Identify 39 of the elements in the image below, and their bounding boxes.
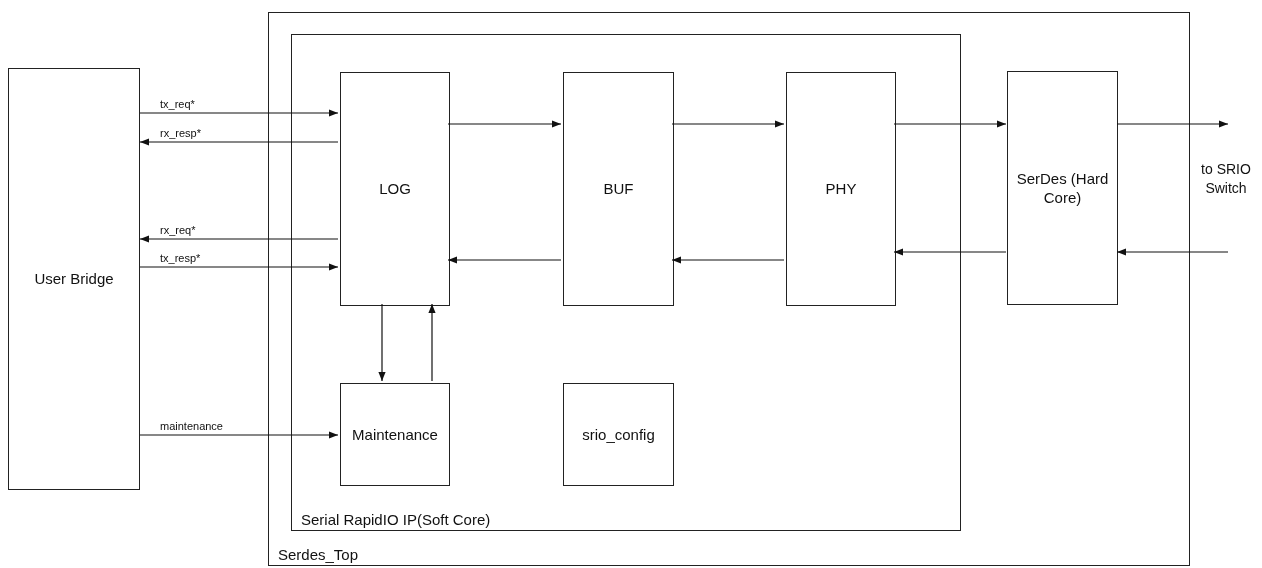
arrow: [671, 256, 785, 264]
block-box: [563, 72, 674, 306]
edge-label: rx_resp*: [160, 127, 201, 140]
block-label: SerDes (Hard Core): [1015, 168, 1110, 208]
edge-label: rx_req*: [160, 224, 196, 237]
block-box: [8, 68, 140, 490]
arrow: [893, 120, 1007, 128]
block-box: [1007, 71, 1118, 305]
arrow: [1116, 120, 1229, 128]
container-box: [291, 34, 961, 531]
arrow: [1116, 248, 1229, 256]
block-label: LOG: [378, 179, 412, 200]
port-label: to SRIO Switch: [1200, 160, 1252, 198]
arrow: [671, 120, 785, 128]
block-box: [340, 72, 450, 306]
container-box: [268, 12, 1190, 566]
block-label: Maintenance: [351, 424, 439, 445]
arrow: [893, 248, 1007, 256]
block-box: [340, 383, 450, 486]
block-label: User Bridge: [33, 269, 115, 290]
arrow: [378, 303, 386, 382]
arrow: [447, 120, 562, 128]
arrow: [139, 235, 339, 243]
edge-label: tx_resp*: [160, 252, 201, 265]
block-box: [563, 383, 674, 486]
arrow: [428, 303, 436, 382]
container-label: Serdes_Top: [278, 546, 359, 563]
block-label: srio_config: [581, 424, 656, 445]
block-label: PHY: [824, 179, 858, 200]
arrow: [447, 256, 562, 264]
block-label: BUF: [602, 179, 635, 200]
arrow: [139, 263, 339, 271]
edge-label: tx_req*: [160, 98, 195, 111]
arrow: [139, 138, 339, 146]
arrow: [139, 431, 339, 439]
edge-label: maintenance: [160, 420, 223, 433]
block-box: [786, 72, 896, 306]
arrow: [139, 109, 339, 117]
container-label: Serial RapidIO IP(Soft Core): [301, 511, 491, 528]
